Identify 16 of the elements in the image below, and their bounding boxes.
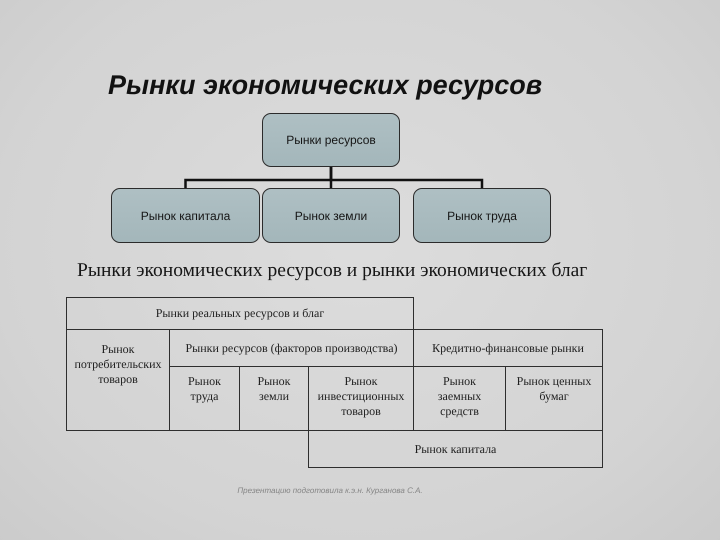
table-cell: Рынки реальных ресурсов и благ	[66, 297, 414, 330]
box-label: Рынок земли	[294, 208, 368, 222]
footer-note: Презентацию подготовила к.э.н. Курганова С.А.	[236, 486, 424, 496]
box-label: Рынок капитала	[140, 208, 230, 222]
process-box	[111, 188, 260, 243]
box-label: Рынок труда	[447, 208, 517, 222]
slide-title: Рынки экономических ресурсов	[108, 69, 542, 102]
box-label: Рынки ресурсов	[286, 133, 376, 147]
table-cell: Рынок потребительских товаров	[66, 329, 170, 431]
table-cell: Кредитно-финансовые рынки	[413, 329, 603, 367]
connector-line	[330, 167, 484, 188]
process-box	[413, 188, 551, 243]
process-box	[262, 188, 400, 243]
section-heading: Рынки экономических ресурсов и рынки экономических благ	[77, 259, 588, 283]
process-box	[262, 113, 400, 167]
table-cell: Рынок капитала	[308, 430, 603, 468]
